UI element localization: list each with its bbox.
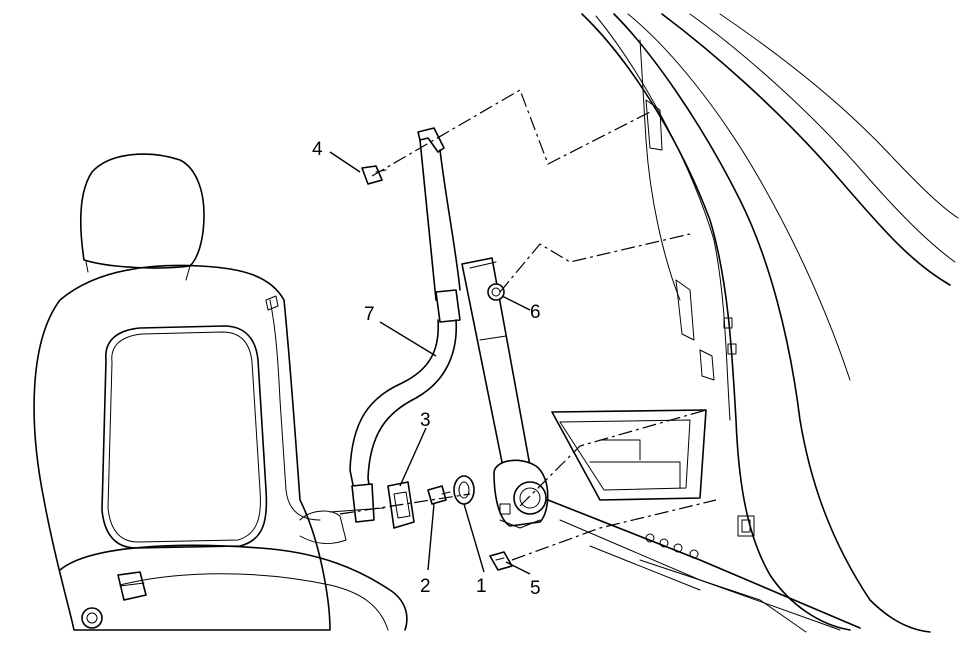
seat-belt-retractor [493, 459, 549, 529]
part-bolt-2 [427, 485, 451, 505]
callout-1: 1 [476, 576, 487, 597]
part-bolt-5 [489, 551, 513, 571]
part-bolt-4 [361, 165, 387, 185]
seat-back [33, 264, 331, 631]
leader-lines [329, 151, 531, 575]
callout-7: 7 [364, 304, 375, 325]
alignment-lines [339, 89, 717, 561]
callout-3: 3 [420, 410, 431, 431]
vehicle-body-pillar [547, 13, 959, 633]
seat-cushion [59, 544, 408, 631]
part-washer-1 [453, 475, 475, 505]
seat-back-panel [101, 325, 268, 549]
part-bolt-6 [487, 283, 505, 301]
seat-headrest [79, 153, 205, 269]
callout-2: 2 [420, 576, 431, 597]
callout-4: 4 [312, 139, 323, 160]
callout-6: 6 [530, 302, 541, 323]
callout-labels: 4 7 3 2 1 5 6 [312, 139, 541, 599]
front-seat [33, 153, 408, 631]
callout-5: 5 [530, 578, 541, 599]
